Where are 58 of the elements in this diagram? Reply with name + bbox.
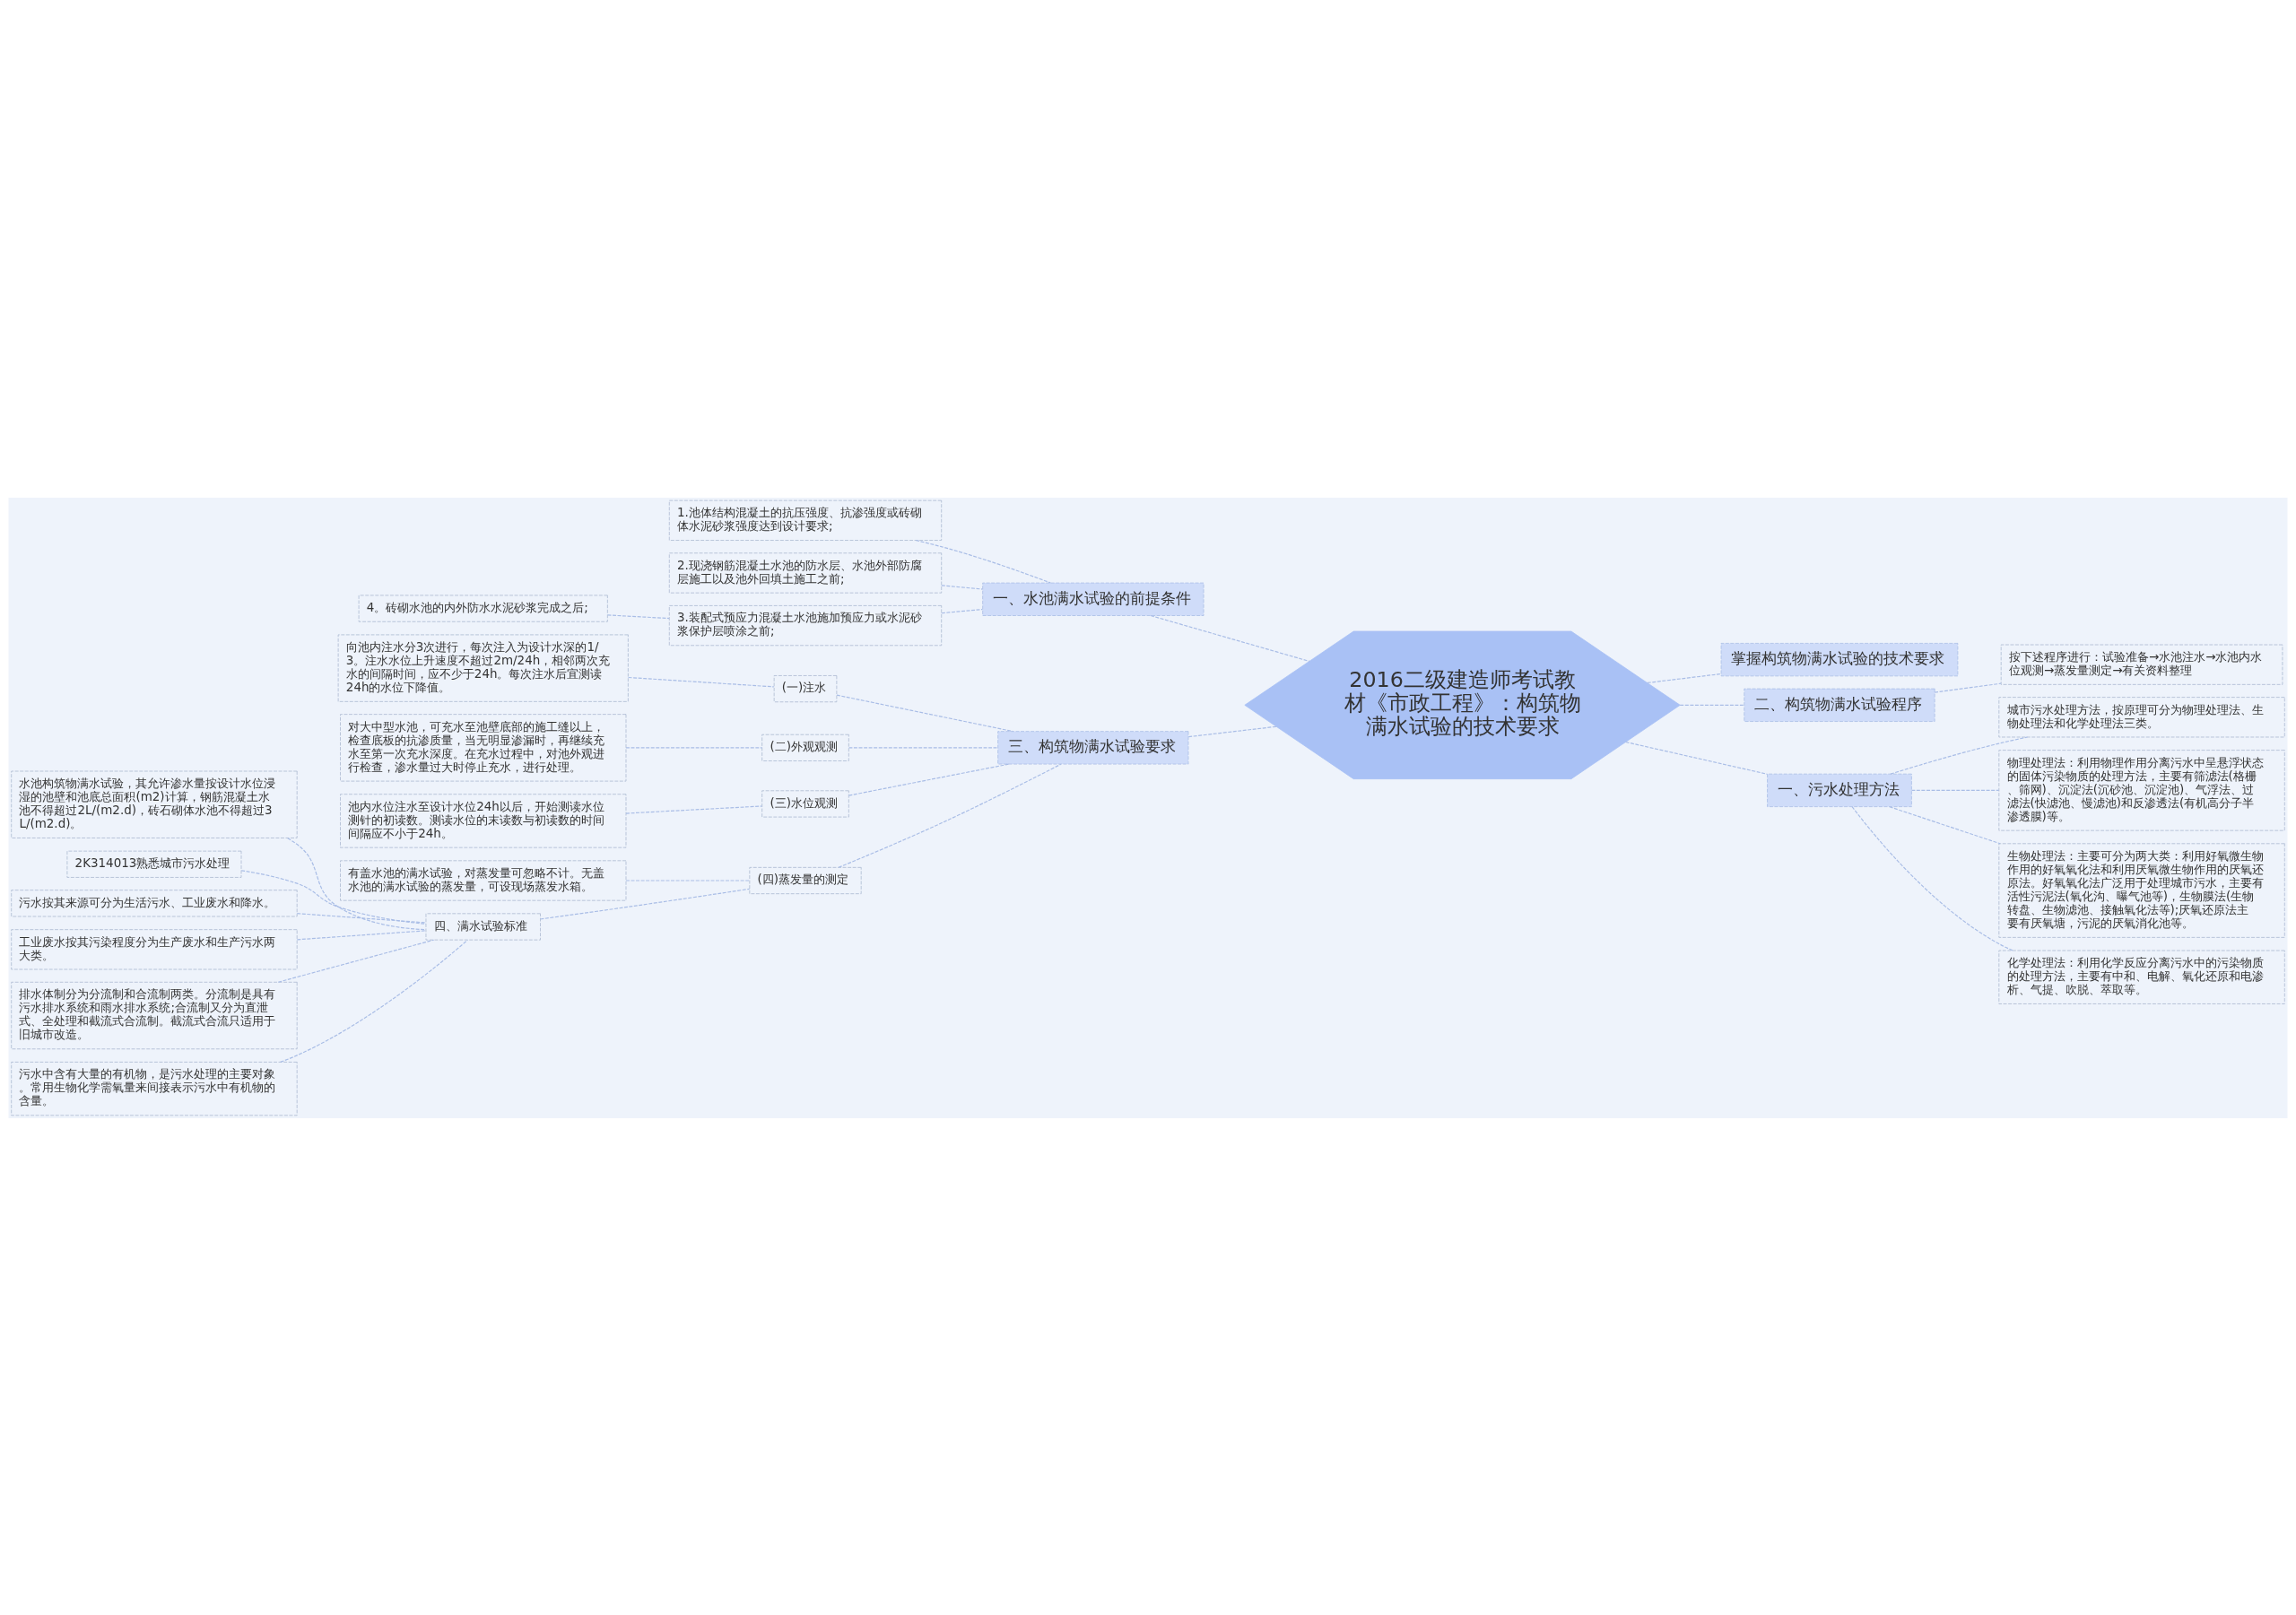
connector xyxy=(277,939,435,983)
connector xyxy=(1890,735,2029,775)
connector xyxy=(628,676,775,687)
node-box: 1.池体结构混凝土的抗压强度、抗渗强度或砖砌体水泥砂浆强度达到设计要求; xyxy=(668,499,943,541)
connector xyxy=(606,613,670,619)
connector xyxy=(915,539,1052,584)
node-box: 二、构筑物满水试验程序 xyxy=(1744,688,1935,722)
node-box: 按下述程序进行：试验准备→水池注水→水池内水位观测→蒸发量测定→有关资料整理 xyxy=(2000,644,2283,685)
connector xyxy=(296,929,427,940)
connector xyxy=(1910,789,2000,791)
node-box: (二)外观观测 xyxy=(761,734,849,761)
node-box: 2.现浇钢筋混凝土水池的防水层、水池外部防腐层施工以及池外回填土施工之前; xyxy=(668,551,943,594)
node-box: 对大中型水池，可充水至池壁底部的施工缝以上，检查底板的抗渗质量，当无明显渗漏时，再继续充水至第一次充水深度。在充水过程中，对池外观进行检查，渗水量过大时停止充水，进行处理。 xyxy=(340,713,627,781)
node-box: 有盖水池的满水试验，对蒸发量可忽略不计。无盖水池的满水试验的蒸发量，可设现场蒸发水箱。 xyxy=(340,859,627,901)
connector xyxy=(941,584,984,590)
node-box: 生物处理法：主要可分为两大类：利用好氧微生物作用的好氧氧化法和利用厌氧微生物作用的厌氧还原法。好氧氧化法广泛用于处理城市污水，主要有活性污泥法(氧化沟、曝气池等)，生物膜法(生物转盘、生物滤池、接触氧化法等);厌氧还原法主要有厌氧塘，污泥的厌氧消化池等。 xyxy=(1998,842,2285,938)
node-box: 污水按其来源可分为生活污水、工业废水和降水。 xyxy=(11,889,298,916)
connector xyxy=(1889,805,2001,844)
connector xyxy=(625,746,763,748)
node-box: 池内水位注水至设计水位24h以后，开始测读水位测针的初读数。测读水位的末读数与初读数的时间间隔应不小于24h。 xyxy=(340,793,627,848)
node-box: 一、污水处理方法 xyxy=(1767,773,1912,807)
node-box: 城市污水处理方法，按原理可分为物理处理法、生物处理法和化学处理法三类。 xyxy=(1998,696,2285,737)
node-box: 化学处理法：利用化学反应分离污水中的污染物质的处理方法，主要有中和、电解、氧化还原和电渗析、气提、吹脱、萃取等。 xyxy=(1998,950,2285,1004)
node-box: 向池内注水分3次进行，每次注入为设计水深的1/3。注水水位上升速度不超过2m/24h，相邻两次充水的间隔时间，应不少于24h。每次注水后宜测读24h的水位下降值。 xyxy=(337,634,629,702)
node-box: 污水中含有大量的有机物，是污水处理的主要对象。常用生物化学需氧量来间接表示污水中有机物的含量。 xyxy=(11,1061,298,1116)
connector xyxy=(296,912,427,924)
connector xyxy=(539,888,751,920)
connector xyxy=(836,694,1013,732)
node-box: 4。砖砌水池的内外防水水泥砂浆完成之后; xyxy=(358,595,608,622)
connector xyxy=(240,869,427,925)
connector xyxy=(1150,614,1310,662)
node-box: 掌握构筑物满水试验的技术要求 xyxy=(1720,642,1959,676)
node-box: 排水体制分为分流制和合流制两类。分流制是具有污水排水系统和雨水排水系统;合流制又分为直泄式、全处理和截流式合流制。截流式合流只适用于旧城市改造。 xyxy=(11,981,298,1049)
node-box: (四)蒸发量的测定 xyxy=(749,866,862,894)
node-box: 2K314013熟悉城市污水处理 xyxy=(66,850,242,878)
connector xyxy=(287,837,427,930)
connector xyxy=(1851,805,2013,951)
node-box: 工业废水按其污染程度分为生产废水和生产污水两大类。 xyxy=(11,928,298,969)
connector xyxy=(280,939,468,1063)
connector xyxy=(838,763,1062,868)
connector xyxy=(941,608,984,613)
connector xyxy=(1934,682,2002,693)
node-box: (一)注水 xyxy=(773,674,838,702)
connector xyxy=(848,763,1010,796)
node-box: 三、构筑物满水试验要求 xyxy=(997,730,1189,764)
node-box: (三)水位观测 xyxy=(761,789,849,817)
connector xyxy=(1625,741,1768,775)
connector xyxy=(625,804,763,814)
connector xyxy=(1679,704,1745,706)
node-box: 水池构筑物满水试验，其允许渗水量按设计水位浸湿的池壁和池底总面积(m2)计算，钢筋混凝土水池不得超过2L/(m2.d)，砖石砌体水池不得超过3L/(m2.d)。 xyxy=(11,770,298,838)
connector xyxy=(625,879,751,881)
node-box: 一、水池满水试验的前提条件 xyxy=(982,582,1205,616)
node-box: 物理处理法：利用物理作用分离污水中呈悬浮状态的固体污染物质的处理方法，主要有筛滤法(格栅、筛网)、沉淀法(沉砂池、沉淀池)、气浮法、过滤法(快滤池、慢滤池)和反渗透法(有机高分子半渗透膜)等。 xyxy=(1998,749,2285,831)
connector xyxy=(848,746,998,748)
connector xyxy=(1647,673,1722,683)
node-box: 3.装配式预应力混凝土水池施加预应力或水泥砂浆保护层喷涂之前; xyxy=(668,604,943,646)
connector xyxy=(1187,725,1277,737)
node-box: 四、满水试验标准 xyxy=(425,912,541,941)
